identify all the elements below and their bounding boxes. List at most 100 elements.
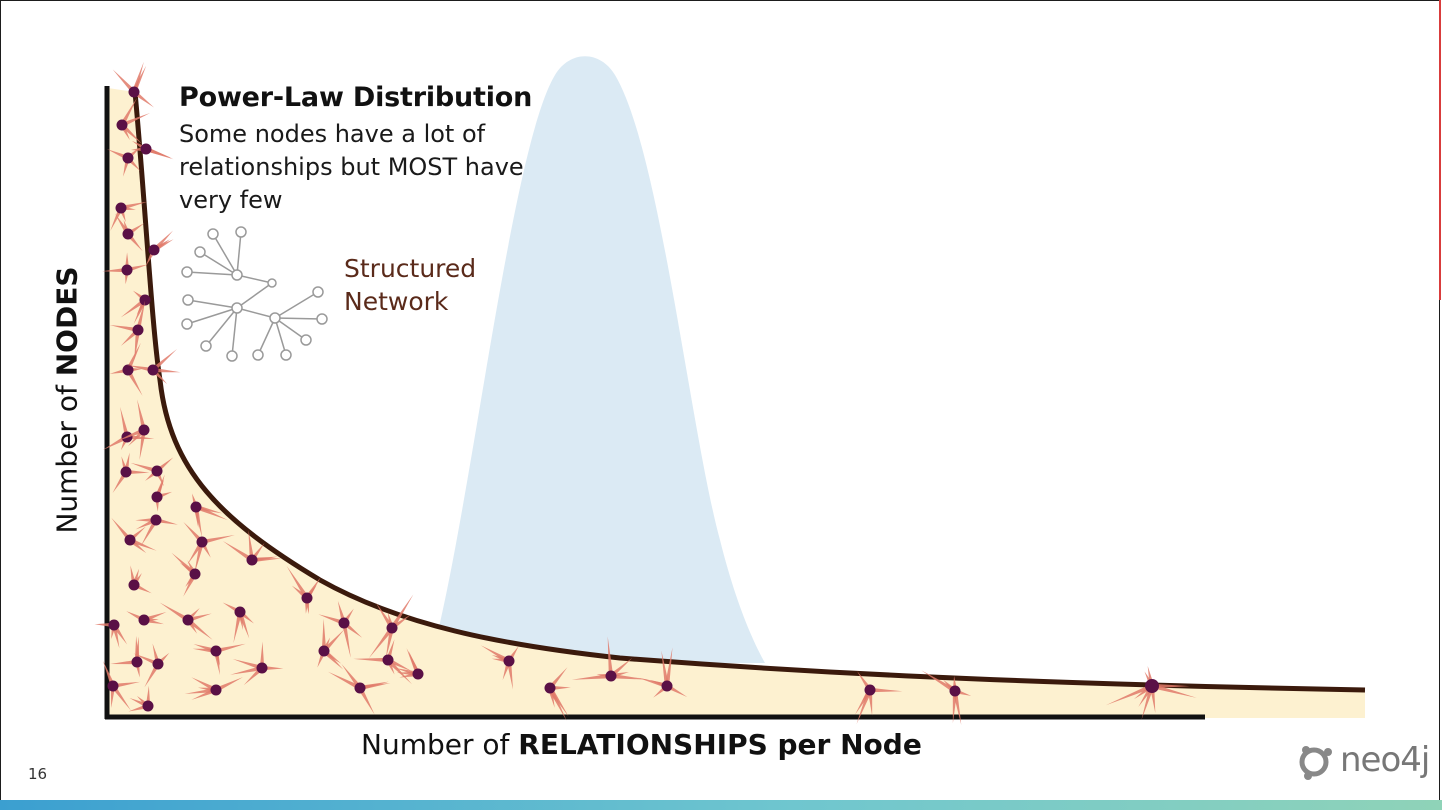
graph-node bbox=[159, 602, 213, 640]
node-dot bbox=[503, 655, 515, 667]
neo4j-logo-text: neo4j bbox=[1340, 740, 1430, 780]
graph-node bbox=[145, 230, 174, 266]
relationship-spike bbox=[102, 267, 128, 273]
structured-network-label: Structured Network bbox=[344, 252, 476, 318]
relationship-spike bbox=[171, 552, 197, 576]
graph-node bbox=[130, 140, 174, 160]
graph-node bbox=[921, 670, 972, 725]
relationship-spike bbox=[120, 298, 147, 318]
relationship-spike bbox=[109, 324, 139, 333]
y-axis-label-plain: Number of bbox=[50, 376, 84, 534]
node-dot bbox=[386, 622, 398, 634]
slide-description: Some nodes have a lot of relationships b… bbox=[179, 120, 524, 214]
relationship-spike bbox=[232, 659, 263, 671]
node-dot bbox=[150, 514, 162, 526]
relationship-spike bbox=[117, 427, 145, 441]
relationship-spike bbox=[131, 61, 144, 93]
node-dot bbox=[115, 202, 127, 214]
node-dot bbox=[142, 700, 154, 712]
graph-node bbox=[171, 552, 201, 597]
relationship-spike bbox=[195, 504, 223, 514]
relationship-spike bbox=[353, 657, 389, 663]
relationship-spike bbox=[548, 686, 569, 717]
relationship-spike bbox=[121, 113, 151, 128]
graph-node bbox=[115, 213, 145, 252]
relationship-spike bbox=[506, 660, 513, 690]
relationship-spike bbox=[359, 683, 391, 691]
structured-label-line1: Structured bbox=[344, 254, 477, 283]
relationship-spike bbox=[137, 399, 147, 431]
relationship-spike bbox=[139, 429, 147, 460]
node-dot bbox=[151, 491, 163, 503]
graph-node bbox=[106, 147, 141, 177]
graph-node bbox=[117, 399, 150, 460]
relationship-spike bbox=[1151, 683, 1197, 698]
relationship-spike bbox=[921, 670, 957, 693]
node-dot bbox=[318, 645, 330, 657]
node-dot bbox=[120, 466, 132, 478]
relationship-spike bbox=[125, 469, 150, 475]
node-dot bbox=[132, 324, 144, 336]
relationship-spike bbox=[133, 653, 159, 667]
node-dot bbox=[301, 592, 313, 604]
x-axis-label-plain: Number of bbox=[361, 728, 519, 761]
graph-node bbox=[94, 619, 128, 649]
relationship-spike bbox=[385, 627, 395, 659]
relationship-spike bbox=[638, 677, 668, 689]
relationship-spike bbox=[251, 557, 282, 563]
relationship-spike bbox=[390, 594, 414, 630]
relationship-spike bbox=[140, 518, 158, 547]
relationship-spike bbox=[248, 529, 255, 561]
graph-node bbox=[116, 98, 151, 144]
node-dot bbox=[147, 364, 159, 376]
node-dot bbox=[152, 658, 164, 670]
structured-label-line2: Network bbox=[344, 287, 449, 316]
node-dot bbox=[122, 228, 134, 240]
graph-node bbox=[222, 602, 254, 644]
node-dot bbox=[148, 244, 160, 256]
relationship-spike bbox=[856, 689, 873, 725]
relationship-spike bbox=[127, 365, 154, 373]
graph-node bbox=[110, 201, 148, 232]
node-dot bbox=[189, 568, 201, 580]
relationship-spike bbox=[186, 618, 213, 640]
node-dot bbox=[196, 536, 208, 548]
graph-node bbox=[222, 529, 282, 566]
graph-node bbox=[135, 514, 178, 547]
graph-node bbox=[111, 517, 157, 554]
relationship-spike bbox=[151, 348, 178, 372]
graph-node bbox=[102, 660, 141, 711]
relationship-spike bbox=[120, 406, 130, 438]
relationship-spike bbox=[152, 367, 181, 373]
graph-node bbox=[126, 611, 167, 626]
relationship-spike bbox=[237, 611, 250, 639]
node-dot bbox=[128, 579, 140, 591]
relationship-spike bbox=[215, 677, 243, 692]
node-dot bbox=[544, 682, 556, 694]
relationship-spike bbox=[110, 659, 138, 665]
relationship-spike bbox=[159, 602, 190, 622]
relationship-spike bbox=[230, 665, 263, 675]
graph-node bbox=[327, 663, 391, 715]
relationship-spike bbox=[322, 629, 345, 653]
relationship-spike bbox=[126, 342, 141, 371]
page-number: 16 bbox=[28, 765, 48, 783]
graph-node bbox=[544, 667, 571, 721]
node-dot bbox=[151, 465, 163, 477]
relationship-spike bbox=[195, 504, 228, 521]
graph-node bbox=[317, 618, 345, 670]
node-dot bbox=[128, 86, 140, 98]
node-scatter bbox=[94, 61, 1197, 725]
relationship-spike bbox=[126, 434, 155, 440]
graph-node bbox=[480, 645, 519, 690]
graph-node bbox=[133, 643, 170, 688]
y-axis-label-bold: NODES bbox=[50, 266, 84, 377]
relationship-spike bbox=[213, 650, 220, 675]
node-dot bbox=[108, 619, 120, 631]
relationship-spike bbox=[184, 687, 217, 694]
graph-node bbox=[112, 452, 150, 493]
graph-node bbox=[184, 677, 243, 700]
graph-node bbox=[353, 639, 413, 685]
graph-node bbox=[183, 521, 235, 575]
